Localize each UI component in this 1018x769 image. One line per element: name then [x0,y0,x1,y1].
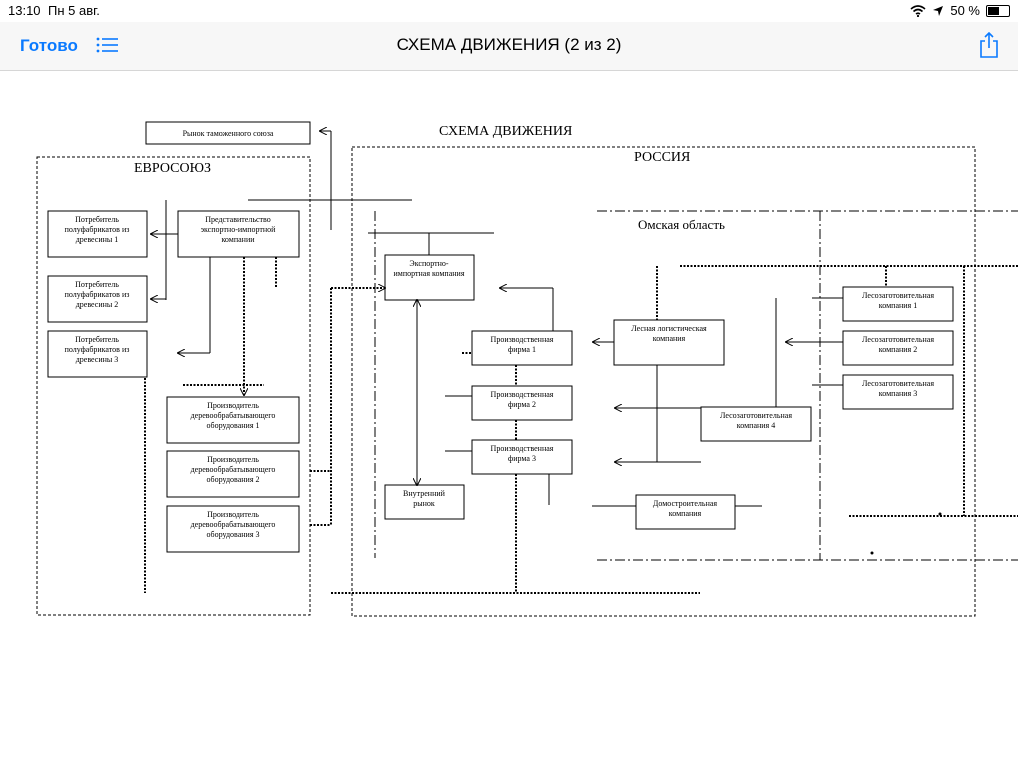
omsk-label: Омская область [638,217,725,232]
dot-marker [870,551,874,555]
connectors-solid [151,131,843,507]
eu-label: ЕВРОСОЮЗ [134,161,211,176]
nav-bar: Готово СХЕМА ДВИЖЕНИЯ (2 из 2) [0,22,1018,71]
connectors-dotted [144,257,1018,594]
omsk-region [597,210,1018,561]
location-arrow-icon [933,5,944,16]
diagram-title: СХЕМА ДВИЖЕНИЯ [439,124,572,139]
svg-text:Рынок таможенного союза: Рынок таможенного союза [183,129,274,138]
dot-marker [938,512,942,516]
russia-region [351,146,976,617]
page-title: СХЕМА ДВИЖЕНИЯ (2 из 2) [396,35,622,54]
document-page: СХЕМА ДВИЖЕНИЯ ЕВРОСОЮЗ РОССИЯ Омская об… [0,71,1018,764]
list-icon[interactable] [96,37,118,53]
svg-text:Экспортно-импортная компания: Экспортно-импортная компания [394,259,465,278]
share-icon[interactable] [980,32,998,58]
battery-percent: 50 % [950,3,980,18]
battery-icon [986,4,1010,17]
customs-market-box: Рынок таможенного союза [145,121,311,145]
wifi-icon [910,4,926,17]
flow-diagram: СХЕМА ДВИЖЕНИЯ ЕВРОСОЮЗ РОССИЯ Омская об… [36,121,1018,617]
export-company-box: Экспортно-импортная компания [384,254,475,301]
status-time: 13:10 [8,3,41,18]
russia-label: РОССИЯ [634,150,690,165]
eu-region [36,156,311,616]
status-date: Пн 5 авг. [48,3,100,18]
status-right: 50 % [910,3,1010,18]
status-bar: 13:10 Пн 5 авг. 50 % [0,0,1018,22]
done-button[interactable]: Готово [20,36,78,55]
